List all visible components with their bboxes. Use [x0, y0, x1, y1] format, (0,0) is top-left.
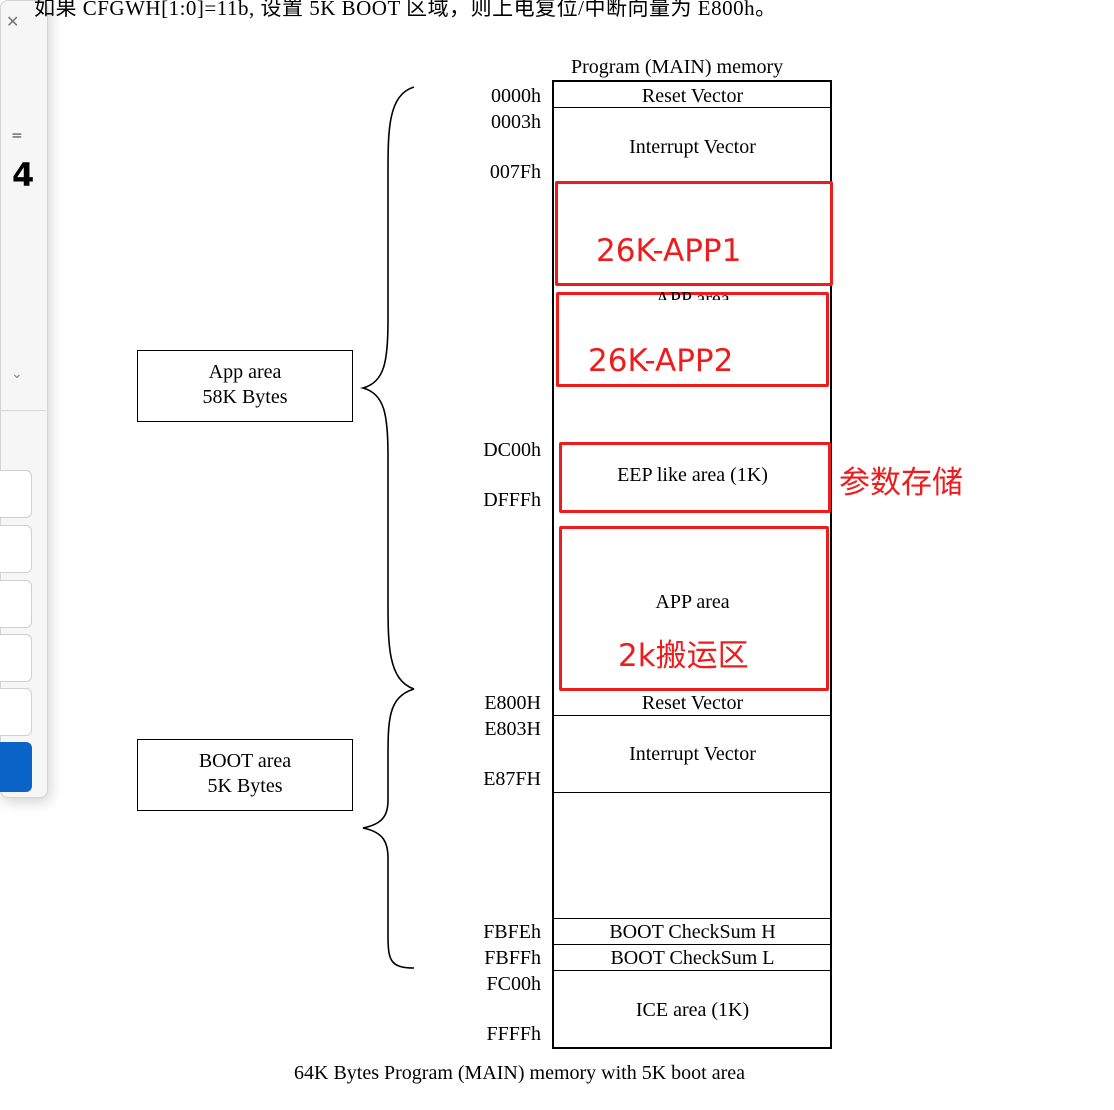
close-icon[interactable]: ✕: [6, 14, 20, 31]
address-label: FBFEh: [483, 921, 541, 943]
annotation-transfer-area: 2k搬运区: [618, 638, 749, 674]
memory-title: Program (MAIN) memory: [571, 56, 784, 78]
address-label: E803H: [484, 718, 541, 740]
address-label: FFFFh: [486, 1023, 542, 1045]
cell-eep-area: EEP like area (1K): [617, 464, 768, 486]
app-area-box: App area 58K Bytes: [137, 350, 353, 422]
annotation-box-param: [559, 442, 831, 513]
cell-app-area-partial-visible: APP area: [655, 289, 730, 300]
annotation-param-storage: 参数存储: [839, 465, 963, 501]
separator: [554, 107, 831, 108]
cell-checksum-l: BOOT CheckSum L: [610, 947, 775, 969]
panel-divider: [0, 410, 46, 411]
side-dialog-panel: ✕ = 4 ⌄: [0, 0, 48, 798]
annotation-box-transfer: [559, 526, 829, 691]
separator: [554, 970, 831, 971]
boot-area-label: BOOT area: [198, 750, 292, 772]
annotation-box-app2: [556, 292, 829, 387]
boot-area-brace: [362, 688, 415, 969]
separator: [554, 792, 831, 793]
app-area-size: 58K Bytes: [202, 386, 288, 408]
panel-value: 4: [12, 156, 35, 194]
cell-interrupt-vector-boot: Interrupt Vector: [629, 743, 756, 765]
cell-ice-area: ICE area (1K): [635, 999, 750, 1021]
address-label: FBFFh: [484, 947, 541, 969]
annotation-app2: 26K-APP2: [588, 343, 734, 379]
panel-field[interactable]: [0, 688, 32, 736]
address-label: DC00h: [483, 439, 541, 461]
panel-field[interactable]: [0, 525, 32, 573]
cell-checksum-h: BOOT CheckSum H: [609, 921, 776, 943]
cell-app-area: APP area: [655, 591, 730, 613]
panel-field[interactable]: [0, 580, 32, 628]
panel-field[interactable]: [0, 470, 32, 518]
cell-reset-vector: Reset Vector: [641, 85, 744, 107]
document-text-line: 如果 CFGWH[1:0]=11b, 设置 5K BOOT 区域，则上电复位/中…: [34, 0, 777, 20]
panel-glyph: =: [11, 128, 23, 144]
separator: [554, 715, 831, 716]
separator: [554, 918, 831, 919]
figure-caption: 64K Bytes Program (MAIN) memory with 5K …: [294, 1062, 746, 1084]
address-label: 0000h: [491, 85, 541, 107]
address-label: 007Fh: [489, 161, 541, 183]
brace-graphics: [359, 86, 415, 969]
cell-reset-vector-boot: Reset Vector: [641, 692, 744, 714]
panel-field[interactable]: [0, 634, 32, 682]
annotation-app1: 26K-APP1: [596, 233, 742, 269]
address-label: E87FH: [483, 768, 541, 790]
boot-area-box: BOOT area 5K Bytes: [137, 739, 353, 811]
boot-area-size: 5K Bytes: [207, 775, 283, 797]
cell-interrupt-vector: Interrupt Vector: [629, 136, 756, 158]
annotation-box-app1: [555, 181, 833, 286]
chevron-down-icon[interactable]: ⌄: [11, 367, 23, 382]
memory-column: [552, 80, 832, 1049]
separator: [554, 944, 831, 945]
app-area-brace: [359, 86, 415, 690]
address-label: FC00h: [486, 973, 541, 995]
panel-primary-button[interactable]: [0, 742, 32, 792]
address-label: 0003h: [491, 111, 541, 133]
app-area-label: App area: [208, 361, 282, 383]
address-label: E800H: [484, 692, 541, 714]
address-label: DFFFh: [483, 489, 541, 511]
